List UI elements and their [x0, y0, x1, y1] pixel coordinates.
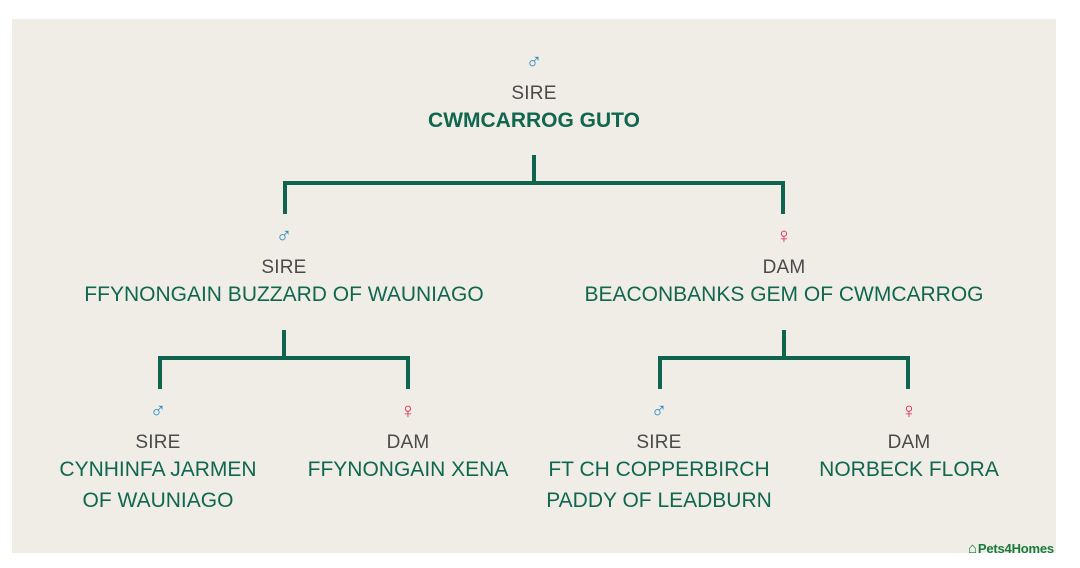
- root-bracket-line: [283, 181, 785, 185]
- node-role: DAM: [887, 432, 931, 453]
- logo-text: Pets4Homes: [977, 541, 1054, 556]
- sire-left-drop-line: [158, 356, 162, 389]
- dam-stem-line: [782, 330, 786, 360]
- sire-bracket-line: [158, 356, 410, 360]
- node-role: SIRE: [261, 257, 307, 278]
- dam-node: ♀ DAM BEACONBANKS GEM OF CWMCARROG: [584, 224, 983, 310]
- sire-node: ♂ SIRE FFYNONGAIN BUZZARD OF WAUNIAGO: [84, 224, 483, 310]
- dam-dam-node: ♀ DAM NORBECK FLORA: [819, 399, 999, 485]
- sire-sire-node: ♂ SIRE CYNHINFA JARMEN OF WAUNIAGO: [59, 399, 256, 516]
- node-role: DAM: [762, 257, 806, 278]
- node-name: FFYNONGAIN BUZZARD OF WAUNIAGO: [84, 283, 484, 306]
- female-icon: ♀: [399, 398, 417, 423]
- root-stem-line: [532, 155, 536, 185]
- root-right-drop-line: [781, 181, 785, 214]
- node-name-line-1: CYNHINFA JARMEN: [59, 458, 257, 481]
- node-name-line-1: FT CH COPPERBIRCH: [548, 458, 770, 481]
- female-icon: ♀: [775, 223, 793, 248]
- female-icon: ♀: [900, 398, 918, 423]
- root-left-drop-line: [283, 181, 287, 214]
- dam-bracket-line: [658, 356, 910, 360]
- dam-right-drop-line: [906, 356, 910, 389]
- dam-left-drop-line: [658, 356, 662, 389]
- pets4homes-logo: ⌂ Pets4Homes: [968, 540, 1054, 557]
- node-role: SIRE: [636, 432, 682, 453]
- dam-sire-node: ♂ SIRE FT CH COPPERBIRCH PADDY OF LEADBU…: [546, 399, 772, 516]
- male-icon: ♂: [149, 398, 167, 423]
- node-name-line-2: OF WAUNIAGO: [82, 489, 234, 512]
- node-name-line-2: PADDY OF LEADBURN: [546, 489, 772, 512]
- node-role: SIRE: [511, 83, 557, 104]
- male-icon: ♂: [275, 223, 293, 248]
- node-role: DAM: [386, 432, 430, 453]
- sire-right-drop-line: [406, 356, 410, 389]
- node-name: NORBECK FLORA: [819, 458, 999, 481]
- node-name: FFYNONGAIN XENA: [307, 458, 509, 481]
- node-name: BEACONBANKS GEM OF CWMCARROG: [584, 283, 984, 306]
- pedigree-panel: [12, 19, 1056, 553]
- sire-stem-line: [282, 330, 286, 360]
- male-icon: ♂: [525, 49, 543, 74]
- sire-dam-node: ♀ DAM FFYNONGAIN XENA: [308, 399, 509, 485]
- node-name: CWMCARROG GUTO: [428, 109, 640, 132]
- root-node: ♂ SIRE CWMCARROG GUTO: [428, 50, 640, 136]
- male-icon: ♂: [650, 398, 668, 423]
- house-pet-icon: ⌂: [968, 540, 977, 557]
- node-role: SIRE: [135, 432, 181, 453]
